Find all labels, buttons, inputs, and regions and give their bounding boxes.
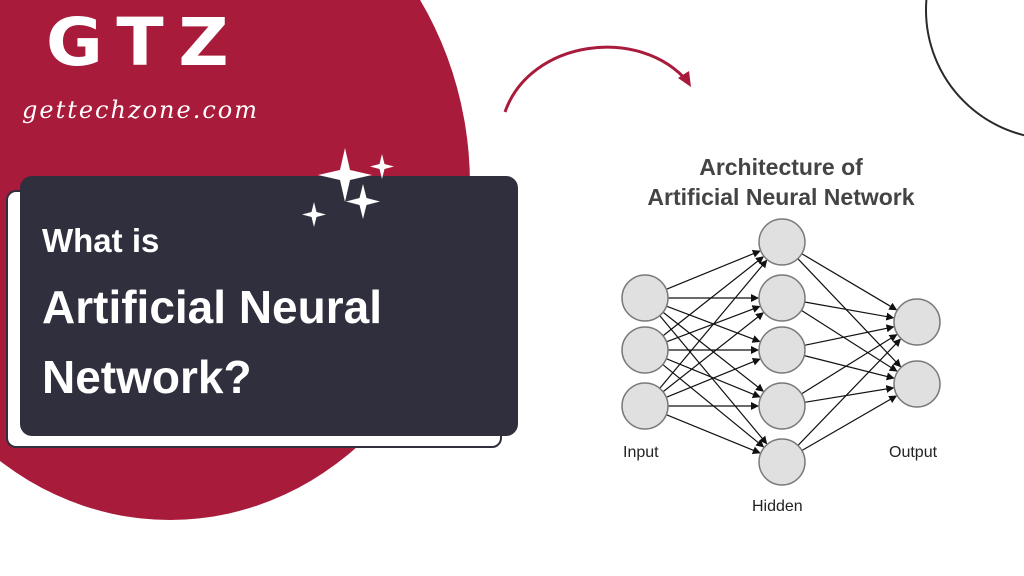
connection-input-2-to-hidden-2 bbox=[666, 358, 761, 398]
connection-input-0-to-hidden-4 bbox=[659, 315, 768, 445]
input-node-1 bbox=[621, 274, 669, 322]
connection-hidden-1-to-output-1 bbox=[801, 309, 898, 372]
input-layer-label: Input bbox=[623, 444, 659, 461]
brand-logo: GTZ bbox=[46, 4, 244, 81]
brand-website: gettechzone.com bbox=[22, 96, 259, 124]
sparkle-icon bbox=[302, 148, 394, 227]
output-node-2 bbox=[893, 360, 941, 408]
connection-hidden-0-to-output-0 bbox=[801, 253, 898, 311]
curved-arrow-icon bbox=[503, 45, 691, 113]
hidden-node-5 bbox=[758, 438, 806, 486]
headline-line-3: Network? bbox=[42, 351, 252, 403]
output-layer-label: Output bbox=[889, 444, 938, 461]
diagram-title: Architecture of Artificial Neural Networ… bbox=[600, 152, 962, 212]
connection-input-2-to-hidden-4 bbox=[666, 414, 761, 454]
input-node-2 bbox=[621, 326, 669, 374]
connection-hidden-3-to-output-1 bbox=[804, 385, 895, 403]
connection-hidden-0-to-output-1 bbox=[797, 258, 902, 368]
diagram-title-line-1: Architecture of bbox=[699, 154, 863, 180]
connection-input-1-to-hidden-0 bbox=[662, 256, 764, 337]
output-node-1 bbox=[893, 298, 941, 346]
hidden-node-1 bbox=[758, 218, 806, 266]
connection-input-0-to-hidden-0 bbox=[666, 250, 761, 290]
hidden-node-2 bbox=[758, 274, 806, 322]
connection-hidden-4-to-output-1 bbox=[801, 395, 898, 452]
hidden-layer-label: Hidden bbox=[752, 498, 803, 515]
connection-hidden-2-to-output-0 bbox=[804, 324, 895, 346]
connection-hidden-2-to-output-1 bbox=[804, 355, 895, 381]
headline-line-2: Artificial Neural bbox=[42, 281, 382, 333]
headline-card bbox=[20, 176, 518, 436]
connection-input-2-to-hidden-0 bbox=[659, 259, 768, 389]
connection-hidden-3-to-output-0 bbox=[801, 334, 898, 395]
connection-hidden-4-to-output-0 bbox=[797, 338, 902, 446]
diagram-title-line-2: Artificial Neural Network bbox=[647, 184, 915, 210]
hidden-node-3 bbox=[758, 326, 806, 374]
hidden-node-4 bbox=[758, 382, 806, 430]
input-node-3 bbox=[621, 382, 669, 430]
connection-hidden-1-to-output-0 bbox=[804, 301, 895, 321]
connection-input-2-to-hidden-1 bbox=[662, 312, 764, 393]
headline-line-1: What is bbox=[42, 222, 160, 259]
